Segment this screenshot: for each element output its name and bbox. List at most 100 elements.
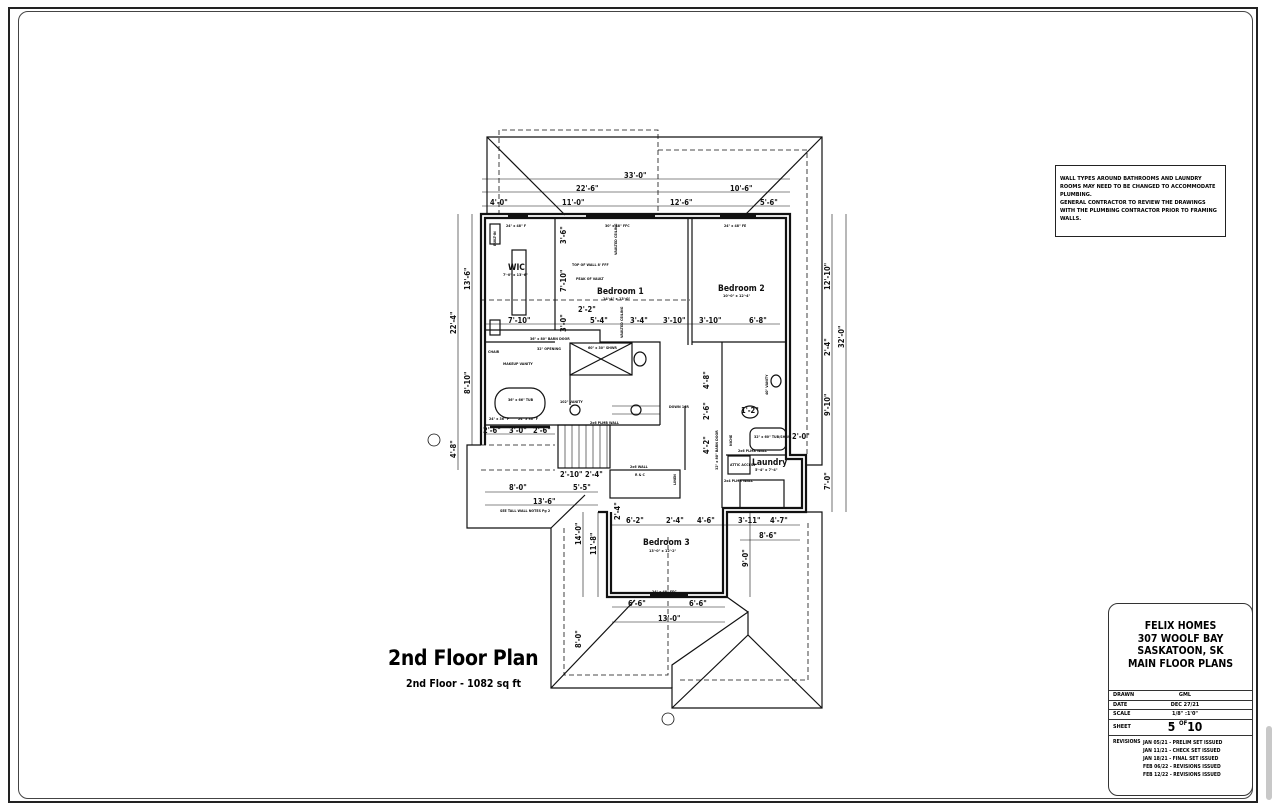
drawing-sheet-border [8,7,1258,803]
dimension-label: 6'-6" [628,599,646,608]
dimension-label: 11'-0" [562,198,584,207]
room-size-bedroom-2: 10'-0" x 12'-4" [723,293,751,298]
note-line: ROOMS MAY NEED TO BE CHANGED TO ACCOMMOD… [1060,184,1216,190]
room-size-wic: 7'-0" x 13'-6" [503,272,528,277]
wall-note: 2x6 PLMB WALL [590,421,619,425]
plan-title: 2nd Floor Plan [388,646,539,670]
dimension-label: 2'-6" [702,402,711,420]
linen-label: LINEN [673,474,677,485]
dimension-label: 3'-10" [663,316,685,325]
dimension-label: 5'-4" [590,316,608,325]
title-block: FELIX HOMES 307 WOOLF BAY SASKATOON, SK … [1108,603,1253,796]
date-value: DEC 27/21 [1170,701,1200,708]
dimension-label: 2'-6" [483,426,501,435]
sheet-of: OF [1178,720,1188,727]
dimension-labels: 33'-0" 22'-6" 10'-6" 4'-0" 11'-0" 12'-6"… [449,171,846,648]
date-row: DATE DEC 27/21 [1109,699,1252,710]
plumbing-notes-box: WALL TYPES AROUND BATHROOMS AND LAUNDRY … [1055,165,1226,237]
scale-label: SCALE [1113,711,1131,718]
room-label-laundry: Laundry [752,458,787,468]
dimension-label: 10'-6" [730,184,752,193]
dimension-label: 13'-6" [463,268,472,290]
dimension-label: 4'-2" [702,436,711,454]
dimension-label: 3'-0" [559,314,568,332]
wall-note: 2x4 PLMB WALL [724,479,753,483]
dimension-label: 9'-10" [823,394,832,416]
dimension-label: 4'-0" [490,198,508,207]
revisions-section: REVISIONS JAN 05/21 - PRELIM SET ISSUED … [1109,736,1252,779]
note-line: WITH THE PLUMBING CONTRACTOR PRIOR TO FR… [1060,208,1217,214]
attic-access-label: ATTIC ACCESS [730,463,756,467]
dimension-label: 5'-5" [573,483,591,492]
vertical-scrollbar[interactable] [1266,726,1272,800]
company-name: FELIX HOMES [1144,620,1217,632]
wall-note: TOP OF WALL 8' FFF [572,263,609,267]
roof-dashed-lines [481,129,809,681]
dimension-label: 9'-0" [741,549,750,567]
dimension-label: 6'-8" [749,316,767,325]
dimension-label: 11'-8" [589,533,598,555]
drawn-row: DRAWN GML [1109,690,1252,700]
dimension-label: 4'-6" [697,516,715,525]
room-label-bedroom-1: Bedroom 1 [597,287,644,297]
room-label-bedroom-3: Bedroom 3 [643,538,690,548]
note-line: GENERAL CONTRACTOR TO REVIEW THE DRAWING… [1060,200,1206,206]
room-size-bedroom-1: 14'-4" x 13'-0" [603,296,631,301]
dimension-label: 2'-4" [585,470,603,479]
revision-item: JAN 11/21 - CHECK SET ISSUED [1143,747,1221,754]
dimension-label: 6'-2" [626,516,644,525]
dimension-label: 12'-10" [823,263,832,290]
dimension-label: 3'-0" [509,426,527,435]
tub-shower-label: 32" x 60" TUB/SHWR [754,435,792,439]
dimension-label: 4'-8" [449,440,458,458]
sheet-value: 5 OF10 [1148,720,1252,734]
vault-note: PEAK OF VAULT [576,277,605,281]
stair-label: DOWN 16R [669,405,689,409]
window-label: 24" x 48" FE [724,224,746,228]
sheet-row: SHEET 5 OF10 [1109,718,1252,736]
note-line: WALLS. [1060,216,1082,222]
note-line: WALL TYPES AROUND BATHROOMS AND LAUNDRY [1060,176,1202,182]
dimension-label: 8'-0" [574,630,583,648]
vanity-label: 40" VANITY [765,374,769,395]
dimension-label: 2'-4" [823,338,832,356]
dimension-label: 1'-2" [741,406,759,415]
dimension-label: 5'-6" [760,198,778,207]
drawn-label: DRAWN [1113,692,1135,699]
ceiling-label: VAULTED CEILING [620,306,624,338]
project-address: 307 WOOLF BAY [1137,632,1224,645]
drawing-inner-border [18,11,1253,799]
tub-label: 36" x 66" TUB [508,398,534,402]
dimension-label: 32'-0" [837,326,846,348]
dimension-label: 4'-8" [702,371,711,389]
dimension-label: 2'-10" [560,470,582,479]
sheet-label: SHEET [1113,724,1131,730]
dimension-label: 3'-10" [699,316,721,325]
chair-label: CHAIR [488,350,500,354]
revision-item: FEB 12/22 - REVISIONS ISSUED [1143,771,1221,778]
dimension-label: 2'-4" [666,516,684,525]
dimension-label: 14'-0" [574,523,583,545]
scale-value: 1/8" :1'0" [1172,711,1198,718]
exterior-walls [479,212,808,599]
door-label: 32" x 80" BARN DOOR [715,430,719,470]
dimension-label: 12'-6" [670,198,692,207]
dimension-label: 13'-0" [658,614,680,623]
rod-shelf-label: R & C [635,473,646,477]
stair-treads [564,405,660,468]
dimension-label: 2'-4" [613,502,622,520]
project-city: SASKATOON, SK [1137,645,1224,657]
annotation-labels: 24" x 48" F 30" x 48" FFC 24" x 48" FE V… [488,223,792,594]
revision-item: JAN 05/21 - PRELIM SET ISSUED [1143,739,1223,746]
niche-label: NICHE [729,435,733,446]
interior-walls [485,218,787,509]
dimension-label: 7'-10" [508,316,530,325]
dimension-label: 3'-11" [738,516,760,525]
room-label-bedroom-2: Bedroom 2 [718,284,765,294]
dimension-label: 7'-0" [823,472,832,490]
scale-row: SCALE 1/8" :1'0" [1109,709,1252,719]
dimension-label: 7'-10" [559,270,568,292]
built-in-label: BUILT-IN [493,231,497,246]
date-label: DATE [1113,701,1128,708]
